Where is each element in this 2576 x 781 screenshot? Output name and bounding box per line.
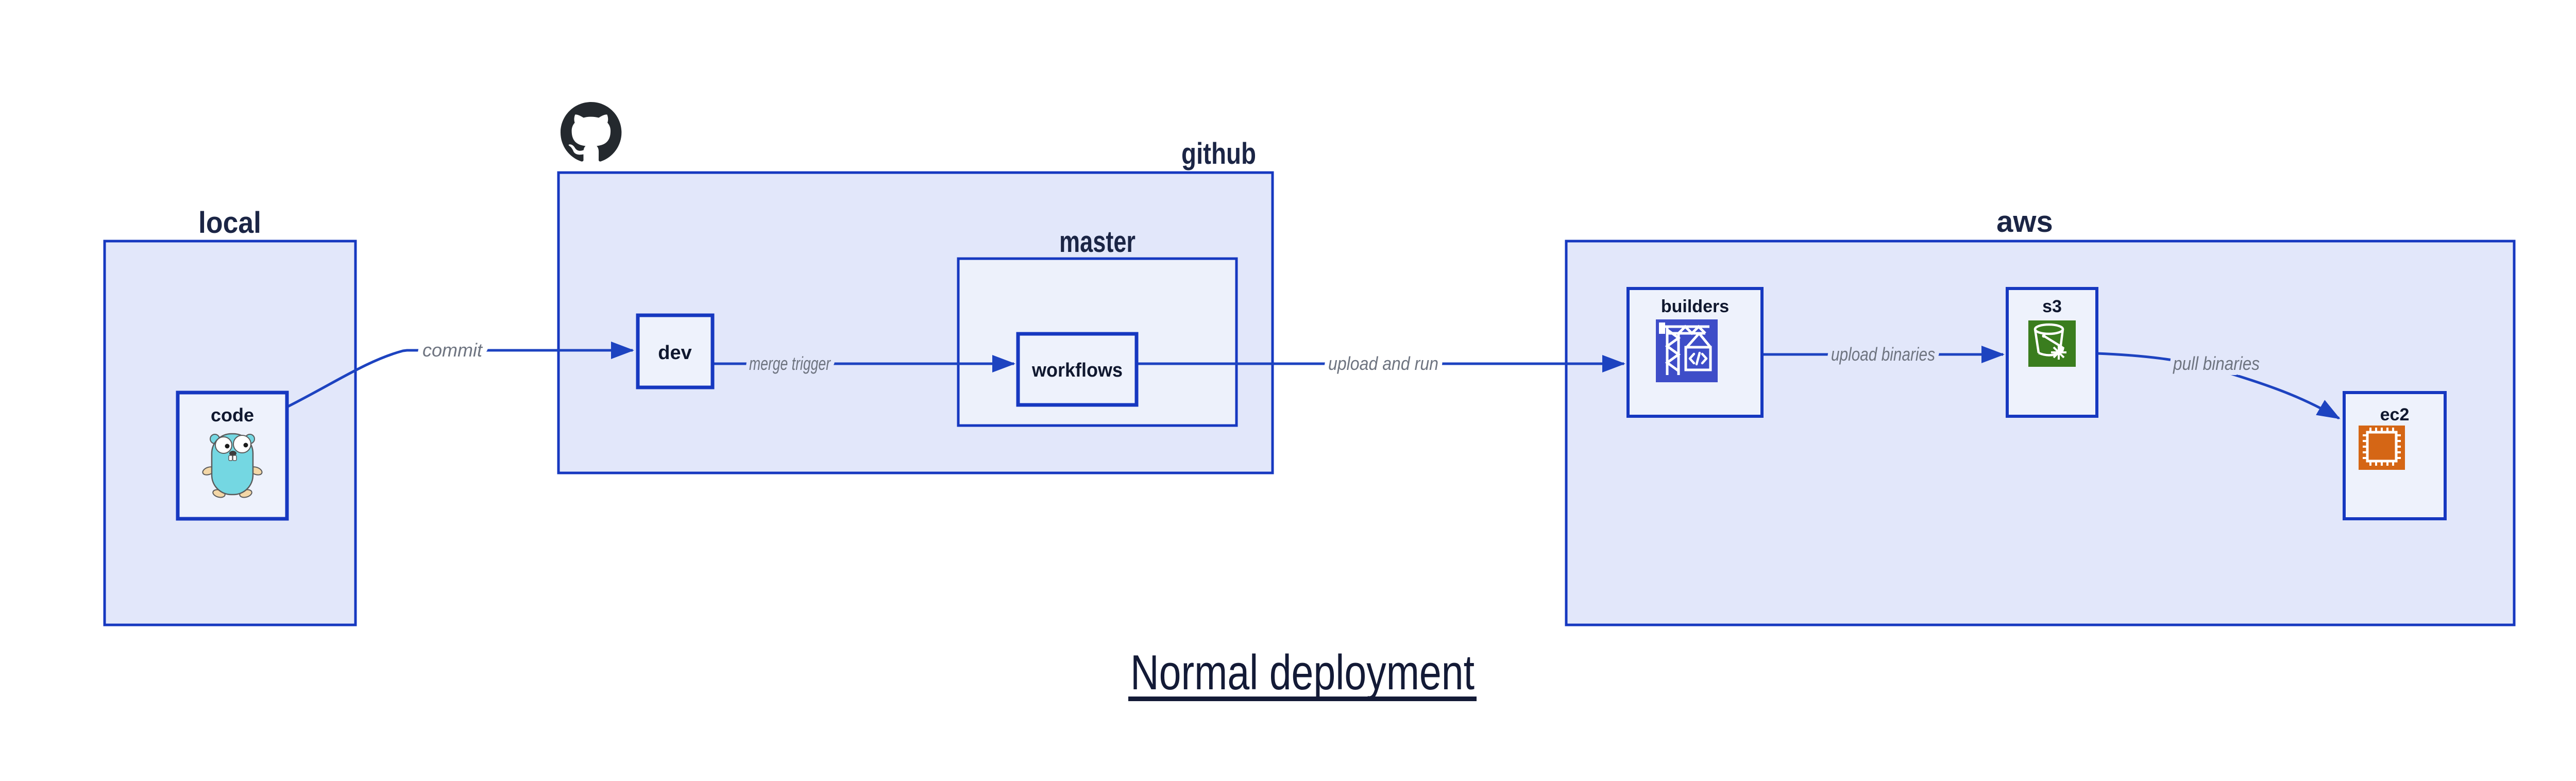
github-octocat-icon [561,102,622,162]
title-underline [1128,697,1477,701]
workflows-label: workflows [1031,360,1123,381]
builders-label: builders [1661,297,1729,316]
group-github-label: github [1181,137,1256,171]
ec2-label: ec2 [2380,405,2410,425]
group-aws-label: aws [1996,205,2053,239]
group-local-label: local [198,206,261,240]
edge-commit-label: commit [422,339,483,361]
s3-bucket-icon [2028,320,2076,367]
node-workflows [1016,332,1139,407]
edges [286,342,2341,420]
edge-pull-binaries [2096,352,2341,420]
s3-label: s3 [2042,297,2062,316]
code-label: code [211,404,254,426]
edge-pull-binaries-label: pull binaries [2173,353,2260,374]
edge-upload-binaries-label: upload binaries [1831,344,1935,365]
cpu-chip-icon [2359,426,2405,470]
go-gopher-icon [202,433,263,498]
group-master-label: master [1059,225,1136,259]
edge-commit [286,342,634,409]
diagram-title: Normal deployment [1130,645,1475,700]
edge-merge-trigger-label: merge trigger [749,353,831,374]
crane-icon [1656,319,1718,382]
node-dev [636,313,715,389]
edge-upload-and-run-label: upload and run [1328,353,1438,374]
dev-label: dev [658,342,691,364]
